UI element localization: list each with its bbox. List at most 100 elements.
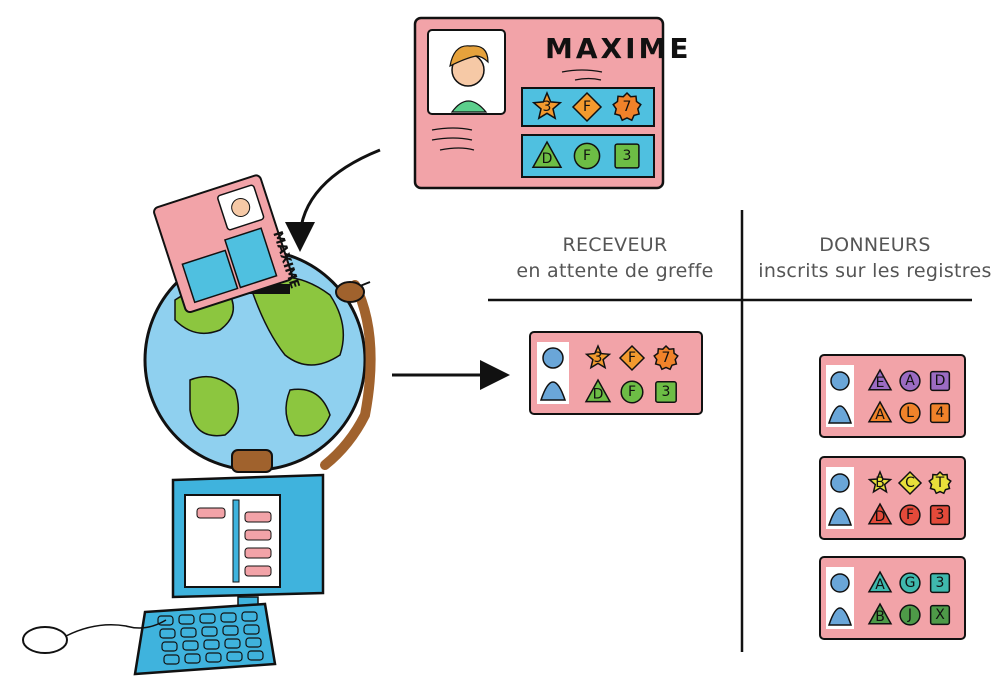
- person-icon: [826, 365, 854, 427]
- key: [220, 612, 237, 623]
- circle-icon: F: [899, 504, 921, 526]
- shape-label: F: [628, 350, 636, 366]
- triangle-icon: A: [867, 570, 893, 593]
- portrait-icon: [427, 29, 506, 115]
- shape-label: 4: [936, 405, 945, 421]
- shape-label: C: [905, 475, 915, 491]
- key: [163, 654, 180, 665]
- star-icon: B: [867, 470, 893, 494]
- receiver-row-2: D F 3: [584, 378, 677, 404]
- donor-row-1: A G 3: [867, 570, 951, 594]
- shape-label: F: [583, 148, 591, 164]
- shape-label: 3: [936, 507, 945, 523]
- triangle-icon: D: [867, 502, 893, 525]
- shape-label: 3: [936, 575, 945, 591]
- shape-label: A: [875, 407, 885, 423]
- key: [203, 639, 220, 650]
- key: [224, 638, 241, 649]
- key: [243, 624, 260, 635]
- key: [180, 627, 197, 638]
- triangle-icon: D: [531, 140, 563, 168]
- receiver-subtitle: en attente de greffe: [516, 260, 714, 282]
- circle-icon: F: [620, 380, 644, 404]
- main-card-row-1: 3 F 7: [531, 91, 642, 123]
- shape-label: 3: [623, 148, 632, 164]
- shape-label: 3: [662, 384, 671, 400]
- shape-label: D: [593, 386, 604, 402]
- donors-header: DONNEURS inscrits sur les registres: [755, 232, 995, 284]
- key: [245, 637, 262, 648]
- shape-label: E: [876, 375, 885, 391]
- person-icon: [537, 342, 569, 404]
- receiver-title: RECEVEUR: [562, 234, 668, 256]
- shape-label: X: [935, 607, 945, 623]
- keyboard-icon: [133, 602, 277, 676]
- shape-label: 7: [623, 99, 632, 115]
- donors-subtitle: inscrits sur les registres: [758, 260, 992, 282]
- triangle-icon: E: [867, 368, 893, 391]
- main-card-name: MAXIME: [545, 32, 692, 65]
- burst-icon: T: [928, 470, 952, 495]
- donor-row-2: A L 4: [867, 400, 951, 424]
- shape-label: D: [935, 373, 946, 389]
- computer-icon: [171, 473, 325, 608]
- key: [222, 625, 239, 636]
- key: [161, 641, 178, 652]
- square-icon: 3: [929, 572, 951, 594]
- shape-label: T: [935, 475, 945, 491]
- shape-label: 7: [662, 350, 671, 366]
- key: [184, 653, 201, 664]
- key: [178, 614, 195, 625]
- key: [226, 651, 243, 662]
- shape-label: A: [875, 577, 885, 593]
- shape-label: L: [906, 405, 914, 421]
- diamond-icon: F: [571, 91, 603, 123]
- square-icon: 3: [655, 381, 677, 403]
- square-icon: D: [929, 370, 951, 392]
- shape-label: D: [542, 151, 553, 167]
- shape-label: 3: [594, 350, 603, 366]
- square-icon: X: [929, 604, 951, 626]
- shape-label: 3: [543, 99, 552, 115]
- triangle-icon: A: [867, 400, 893, 423]
- key: [205, 652, 222, 663]
- burst-icon: 7: [653, 344, 679, 371]
- square-icon: 3: [614, 143, 640, 169]
- circle-icon: G: [899, 572, 921, 594]
- shape-label: F: [583, 99, 591, 115]
- star-icon: 3: [531, 91, 563, 120]
- burst-icon: 7: [612, 91, 642, 122]
- shape-label: F: [906, 507, 914, 523]
- diamond-icon: C: [897, 470, 923, 496]
- shape-label: B: [875, 475, 885, 491]
- key: [159, 628, 176, 639]
- key: [182, 640, 199, 651]
- circle-icon: J: [899, 604, 921, 626]
- receiver-row-1: 3 F 7: [584, 344, 679, 372]
- diamond-icon: F: [618, 344, 646, 372]
- slot-id-card: MAXIME: [153, 174, 302, 314]
- shape-label: B: [875, 609, 885, 625]
- shape-label: F: [628, 384, 636, 400]
- circle-icon: A: [899, 370, 921, 392]
- shape-label: G: [905, 575, 916, 591]
- circle-icon: F: [573, 142, 601, 170]
- mouse-icon: [22, 619, 167, 654]
- square-icon: 3: [929, 504, 951, 526]
- triangle-icon: D: [584, 378, 612, 402]
- main-card-row-2: D F 3: [531, 140, 640, 170]
- square-icon: 4: [929, 402, 951, 424]
- key: [199, 613, 216, 624]
- key: [247, 650, 264, 661]
